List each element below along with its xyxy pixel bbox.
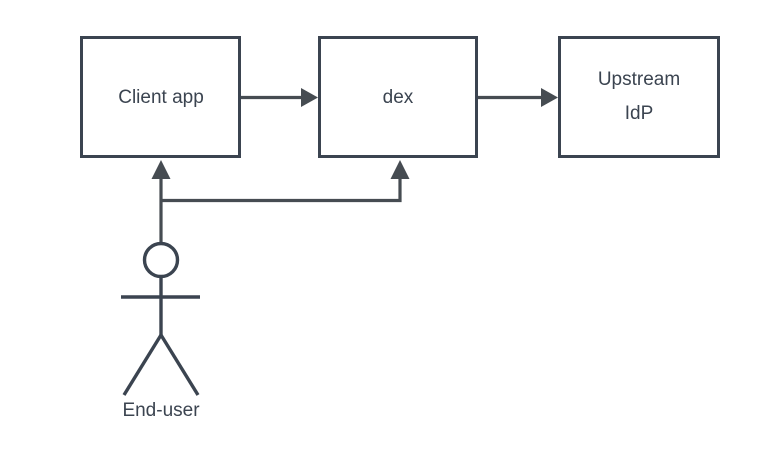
arrowhead-icon	[390, 160, 410, 179]
edge-end-user-to-dex[interactable]	[161, 160, 410, 203]
upstream-idp-box[interactable]	[558, 36, 720, 158]
node-upstream-idp[interactable]: Upstream IdP	[558, 36, 720, 158]
actor-head-icon	[142, 241, 180, 279]
edge-client-app-to-dex[interactable]	[241, 88, 318, 107]
edge-end-user-to-dex-line	[161, 178, 402, 203]
upstream-idp-label-line2: IdP	[625, 103, 654, 124]
upstream-idp-label-line1: Upstream	[598, 69, 680, 90]
client-app-label: Client app	[118, 87, 204, 108]
arrowhead-icon	[301, 88, 318, 107]
actor-leg-left-icon	[122, 334, 163, 396]
node-client-app[interactable]: Client app	[80, 36, 241, 158]
actor-leg-right-icon	[159, 334, 200, 396]
arrowhead-icon	[541, 88, 558, 107]
arrowhead-icon	[151, 160, 171, 179]
actor-end-user[interactable]: End-user	[121, 241, 200, 422]
actor-end-user-label: End-user	[122, 400, 200, 421]
edge-dex-to-upstream-idp[interactable]	[478, 88, 558, 107]
dex-label: dex	[383, 87, 414, 108]
client-app-box[interactable]	[80, 36, 241, 158]
dex-box[interactable]	[318, 36, 478, 158]
edge-end-user-to-client-app[interactable]	[151, 160, 171, 243]
node-dex[interactable]: dex	[318, 36, 478, 158]
